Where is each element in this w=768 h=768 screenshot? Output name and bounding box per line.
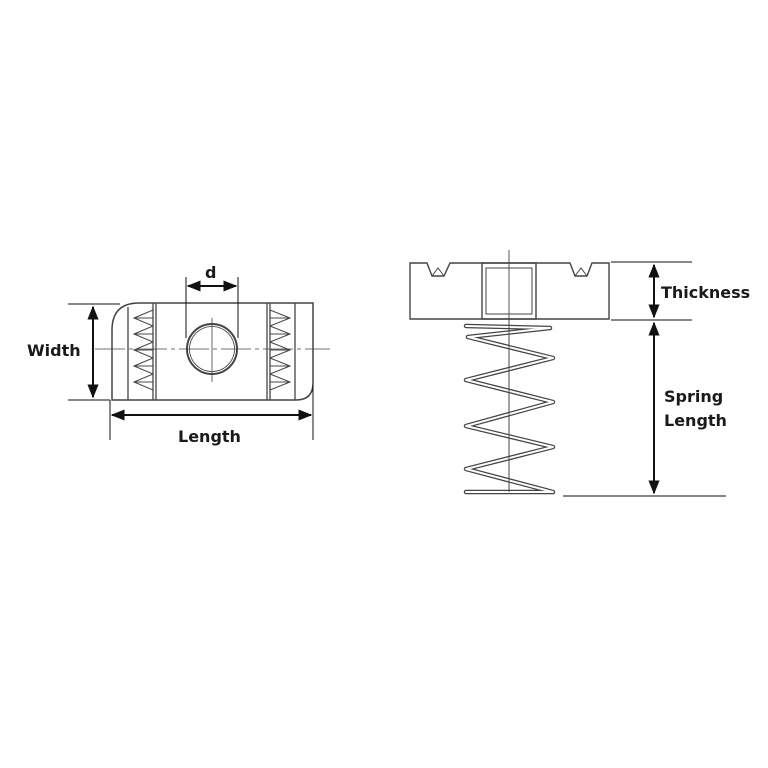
spring-length-label-line2: Length <box>664 411 727 430</box>
serrations-left <box>132 309 154 391</box>
spring-length-label-line1: Spring <box>664 387 724 406</box>
length-label: Length <box>178 427 241 446</box>
top-view <box>95 302 330 401</box>
side-view-dimensions <box>563 261 726 497</box>
width-label: Width <box>27 341 81 360</box>
spring <box>463 323 556 495</box>
diameter-label: d <box>205 263 217 282</box>
nut-side-body <box>409 262 610 320</box>
top-view-dimensions <box>68 277 314 440</box>
spring-length-label: Spring Length <box>664 385 727 433</box>
thickness-label: Thickness <box>661 283 751 302</box>
serrations-right <box>269 309 292 391</box>
